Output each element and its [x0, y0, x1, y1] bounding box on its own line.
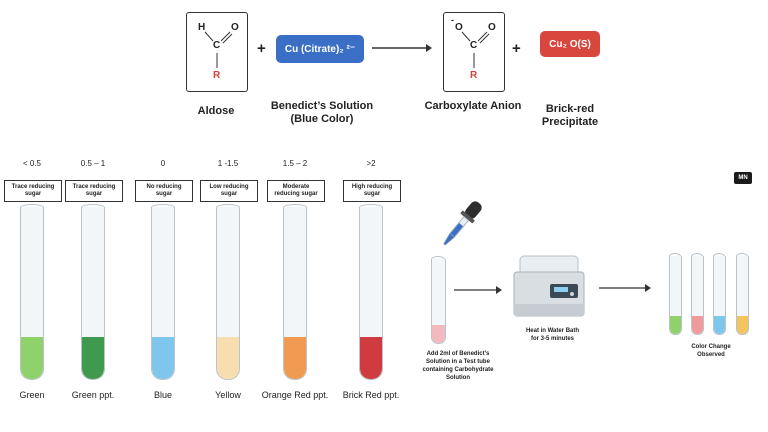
final-tube	[736, 256, 749, 335]
step3-note: Color Change Observed	[691, 344, 731, 358]
sugar-level-line2: sugar	[363, 191, 381, 197]
sugar-level-line1: No reducing	[146, 184, 182, 190]
final-tube-liquid	[670, 316, 681, 334]
tube-liquid	[21, 337, 43, 379]
carboxylate-structure: - O C O R	[443, 12, 505, 92]
tube-liquid	[360, 337, 382, 379]
sample-liquid	[432, 325, 445, 343]
color-caption: Blue	[153, 390, 172, 400]
range-label: 1 -1.5	[217, 159, 239, 168]
sugar-level-line1: High reducing	[351, 184, 393, 190]
test-tube	[81, 207, 105, 380]
final-tube-liquid	[714, 316, 725, 334]
sugar-level-line2: sugar	[155, 191, 173, 197]
anion-o1-atom: O	[455, 22, 463, 33]
aldose-r-atom: R	[213, 70, 221, 81]
tube-liquid	[217, 337, 239, 379]
arrow-to-results	[599, 284, 651, 292]
sugar-level-line2: sugar	[220, 191, 238, 197]
plus-sign-2: +	[512, 40, 521, 57]
plus-sign-1: +	[257, 40, 266, 57]
range-label: 0.5 – 1	[80, 159, 106, 168]
color-caption: Green ppt.	[71, 390, 115, 400]
aldose-bonds	[204, 31, 233, 68]
benedicts-label: Benedict’s Solution (Blue Color)	[270, 100, 374, 125]
anion-o2-atom: O	[488, 22, 496, 33]
mn-badge: MN	[734, 172, 752, 184]
anion-bonds	[461, 31, 490, 68]
anion-r-atom: R	[470, 70, 478, 81]
color-caption: Brick Red ppt.	[342, 390, 400, 400]
water-bath-icon	[513, 255, 585, 317]
precipitate-label: Brick-red Precipitate	[541, 103, 599, 128]
test-tube	[216, 207, 240, 380]
sugar-level-line2: sugar	[24, 191, 42, 197]
step2-note: Heat in Water Bath for 3-5 minutes	[525, 328, 580, 342]
step1-note: Add 2ml of Benedict’s Solution in a Test…	[422, 351, 494, 381]
color-caption: Orange Red ppt.	[261, 390, 329, 400]
color-caption: Green	[19, 390, 45, 400]
color-caption: Yellow	[215, 390, 241, 400]
cu2o-pill: Cu₂ O(S)	[540, 31, 600, 57]
test-tube	[283, 207, 307, 380]
sugar-level-line1: Moderate	[282, 184, 310, 190]
final-tube	[691, 256, 704, 335]
test-tube	[359, 207, 383, 380]
range-label: >2	[366, 159, 376, 168]
range-label: < 0.5	[22, 159, 41, 168]
range-label: 1.5 – 2	[282, 159, 308, 168]
aldose-h-atom: H	[198, 22, 206, 33]
aldose-label: Aldose	[197, 105, 235, 117]
sugar-level-line1: Trace reducing	[72, 184, 116, 190]
final-tube	[713, 256, 726, 335]
dropper-icon	[443, 201, 482, 246]
tube-liquid	[82, 337, 104, 379]
test-tube	[20, 207, 44, 380]
reaction-arrow	[372, 44, 432, 52]
final-tube	[669, 256, 682, 335]
aldose-o-atom: O	[231, 22, 239, 33]
aldose-c-atom: C	[213, 40, 221, 51]
test-tube	[151, 207, 175, 380]
sample-tube	[431, 259, 446, 344]
tube-liquid	[284, 337, 306, 379]
arrow-to-bath	[454, 286, 502, 294]
sugar-level-line2: sugar	[85, 191, 103, 197]
final-tube-liquid	[737, 316, 748, 334]
final-tube-liquid	[692, 316, 703, 334]
carboxylate-label: Carboxylate Anion	[424, 100, 522, 112]
sugar-level-line1: Low reducing	[209, 184, 249, 190]
tube-liquid	[152, 337, 174, 379]
range-label: 0	[160, 159, 166, 168]
anion-charge: -	[451, 15, 454, 25]
benedicts-reagent-pill: Cu (Citrate)₂ ²⁻	[276, 35, 364, 63]
anion-c-atom: C	[470, 40, 478, 51]
sugar-level-line1: Trace reducing	[11, 184, 55, 190]
sugar-level-line2: reducing sugar	[274, 191, 318, 197]
aldose-structure: H C O R	[186, 12, 248, 92]
